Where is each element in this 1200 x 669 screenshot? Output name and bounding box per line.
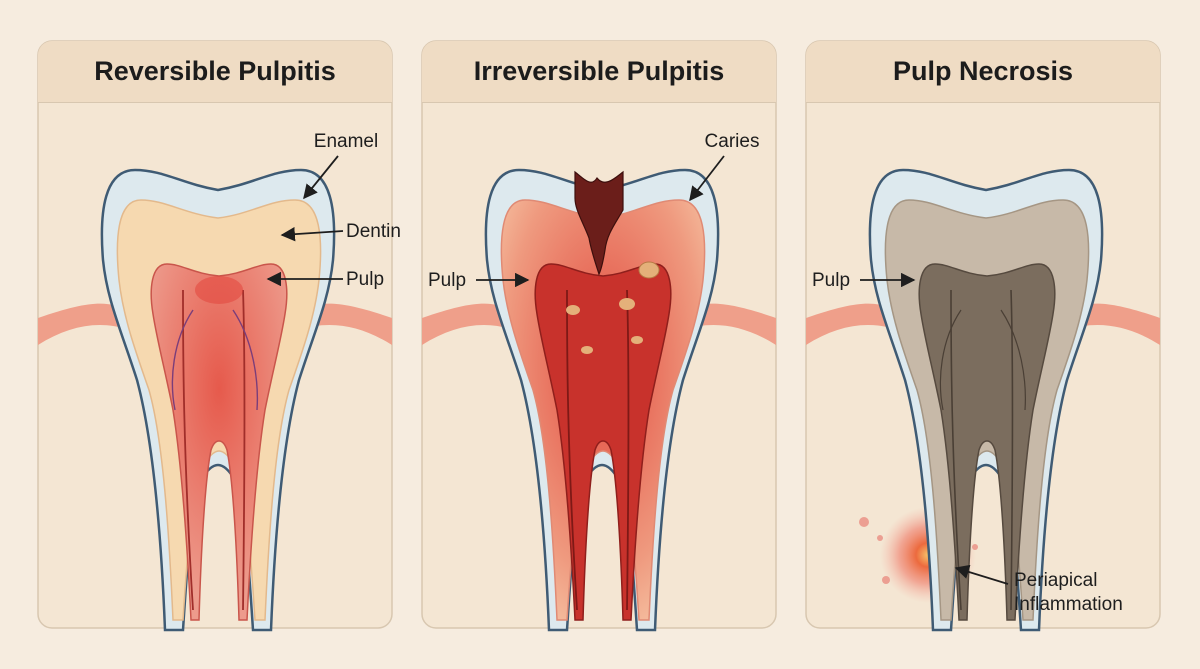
panel-irreversible: Caries Pulp (422, 41, 776, 630)
panel-reversible: Enamel Dentin Pulp (38, 41, 401, 630)
label-caries: Caries (705, 131, 760, 152)
label-pulp: Pulp (346, 269, 384, 290)
label-periapical-1: Periapical (1014, 570, 1097, 591)
panel-necrosis: Pulp Periapical Inflammation (806, 41, 1160, 630)
panel-header-necrosis: Pulp Necrosis (806, 41, 1160, 103)
label-periapical-2: Inflammation (1014, 594, 1123, 615)
label-dentin: Dentin (346, 221, 401, 242)
panel-header-reversible: Reversible Pulpitis (38, 41, 392, 103)
panel-title-necrosis: Pulp Necrosis (893, 56, 1073, 87)
label-pulp-2: Pulp (428, 270, 466, 291)
panel-header-irreversible: Irreversible Pulpitis (422, 41, 776, 103)
panel-title-irreversible: Irreversible Pulpitis (474, 56, 725, 87)
label-enamel: Enamel (314, 131, 378, 152)
panel-title-reversible: Reversible Pulpitis (94, 56, 336, 87)
label-pulp-3: Pulp (812, 270, 850, 291)
